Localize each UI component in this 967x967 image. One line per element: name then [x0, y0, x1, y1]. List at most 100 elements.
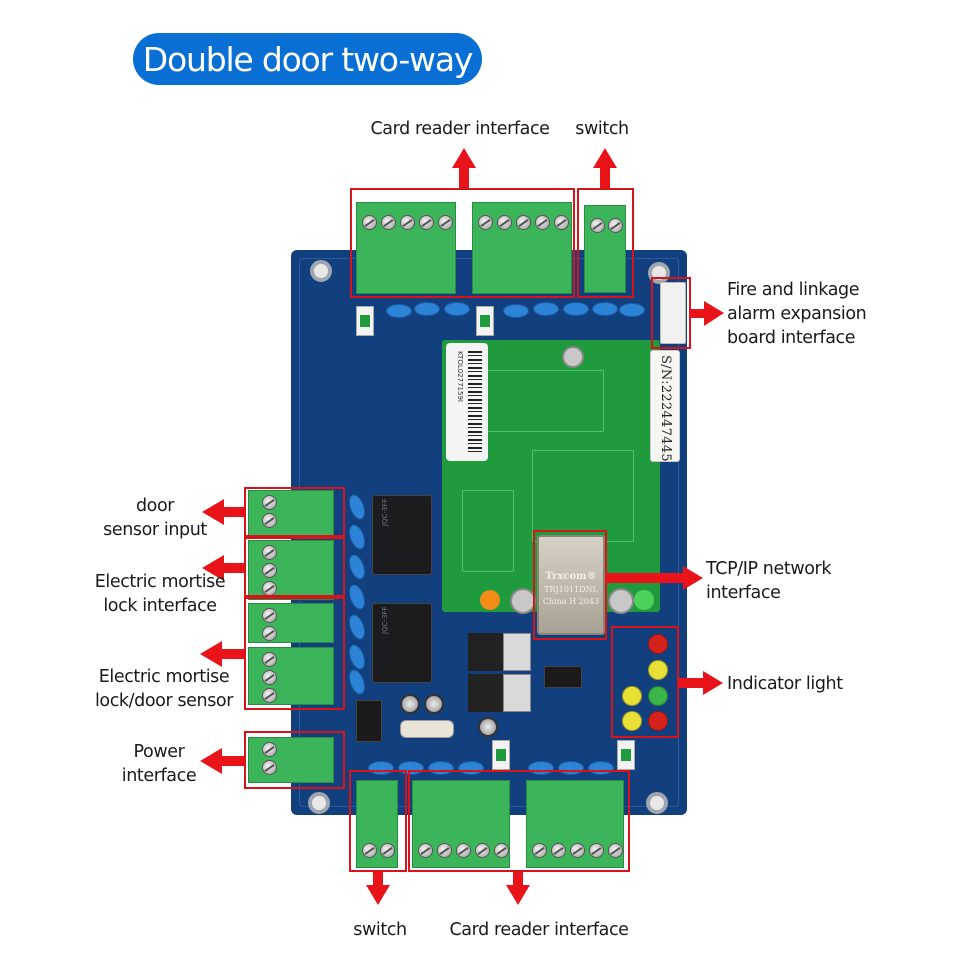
highlight-mortise-lock [244, 537, 345, 597]
ceramic-capacitor [503, 304, 529, 318]
mounting-hole [646, 792, 668, 814]
label-fire-linkage: Fire and linkage alarm expansion board i… [727, 278, 927, 350]
highlight-switch-bottom [349, 770, 407, 872]
highlight-card-reader-bottom [408, 770, 630, 872]
highlight-power [244, 731, 345, 789]
label-card-reader-bottom: Card reader interface [449, 920, 629, 940]
terminal-screw [262, 688, 277, 703]
terminal-screw [516, 215, 531, 230]
terminal-screw [380, 843, 395, 858]
label-switch-bottom: switch [353, 920, 407, 940]
arrow-right-fire-linkage [690, 301, 724, 326]
highlight-switch-top [577, 188, 634, 298]
ceramic-capacitor [444, 302, 470, 316]
label-indicator: Indicator light [727, 674, 843, 694]
fuse [476, 306, 494, 336]
electrolytic-capacitor [478, 717, 498, 737]
pcb-trace [462, 490, 514, 572]
arrow-right-indicator [679, 671, 723, 695]
terminal-screw [262, 652, 277, 667]
relay: JQC-3FF [372, 495, 432, 575]
screw-icon [510, 588, 536, 614]
rj45-model: TRJ1011DNL [544, 585, 598, 594]
terminal-screw [532, 843, 547, 858]
electrolytic-capacitor [424, 694, 444, 714]
terminal-screw [262, 545, 277, 560]
ceramic-capacitor [414, 302, 440, 316]
terminal-screw [535, 215, 550, 230]
arrow-down-switch [366, 872, 390, 905]
terminal-screw [262, 563, 277, 578]
label-line: lock/door sensor [94, 691, 234, 711]
terminal-screw [262, 608, 277, 623]
arrow-left-door-sensor [202, 499, 244, 525]
terminal-screw [590, 218, 605, 233]
terminal-screw [551, 843, 566, 858]
voltage-regulator [468, 674, 508, 712]
terminal-screw [608, 843, 623, 858]
terminal-screw [262, 742, 277, 757]
label-line: board interface [727, 328, 856, 348]
screw-icon [562, 346, 584, 368]
indicator-led-red [648, 711, 668, 731]
diode-array [356, 700, 382, 742]
label-line: interface [706, 583, 781, 603]
label-line: Power [133, 742, 185, 762]
regulator-heatsink [503, 633, 531, 671]
ic-chip [544, 666, 582, 688]
screw-icon [608, 588, 634, 614]
terminal-screw [362, 843, 377, 858]
fuse [356, 306, 374, 336]
label-line: Electric mortise [98, 667, 230, 687]
power-resistor [400, 720, 454, 738]
indicator-led-green [648, 686, 668, 706]
terminal-screw [262, 495, 277, 510]
relay: JQC-3FF [372, 603, 432, 683]
terminal-screw [262, 670, 277, 685]
terminal-screw [497, 215, 512, 230]
rj45-origin: China H 2043 [542, 597, 600, 606]
serial-number-label: S/N:222447445 [650, 350, 680, 462]
regulator-heatsink [503, 674, 531, 712]
rj45-port: Trxcom® TRJ1011DNL China H 2043 [537, 535, 605, 635]
ceramic-capacitor [592, 302, 618, 316]
arrow-left-mortise-lock [202, 555, 244, 581]
terminal-screw [608, 218, 623, 233]
terminal-screw [362, 215, 377, 230]
terminal-screw [262, 513, 277, 528]
terminal-screw [381, 215, 396, 230]
label-card-reader-top: Card reader interface [370, 119, 550, 139]
label-line: Electric mortise [94, 572, 226, 592]
label-door-sensor: door sensor input [90, 494, 220, 542]
fuse [617, 740, 635, 770]
arrow-left-power [200, 748, 244, 774]
mounting-hole [310, 260, 332, 282]
terminal-screw [262, 760, 277, 775]
highlight-lock-door-sensor [244, 597, 345, 710]
highlight-door-sensor [244, 487, 345, 537]
ceramic-capacitor [619, 303, 645, 317]
terminal-screw [478, 215, 493, 230]
act-led [480, 590, 500, 610]
terminal-screw [554, 215, 569, 230]
arrow-up-switch [593, 148, 617, 188]
rj45-brand: Trxcom® [545, 571, 597, 582]
link-led [634, 590, 654, 610]
terminal-screw [589, 843, 604, 858]
barcode-label: KTOL0277159I [446, 343, 488, 461]
electrolytic-capacitor [400, 694, 420, 714]
terminal-screw [400, 215, 415, 230]
ceramic-capacitor [563, 302, 589, 316]
label-line: door [135, 496, 175, 516]
indicator-led-red [648, 634, 668, 654]
arrow-up-card-reader [452, 148, 476, 188]
label-switch-top: switch [575, 119, 629, 139]
terminal-screw [418, 843, 433, 858]
terminal-screw [419, 215, 434, 230]
highlight-card-reader-top [350, 188, 575, 298]
arrow-down-card-reader [506, 872, 530, 905]
label-power: Power interface [104, 740, 214, 788]
ceramic-capacitor [386, 304, 412, 318]
arrow-left-lock-sensor [200, 641, 244, 667]
